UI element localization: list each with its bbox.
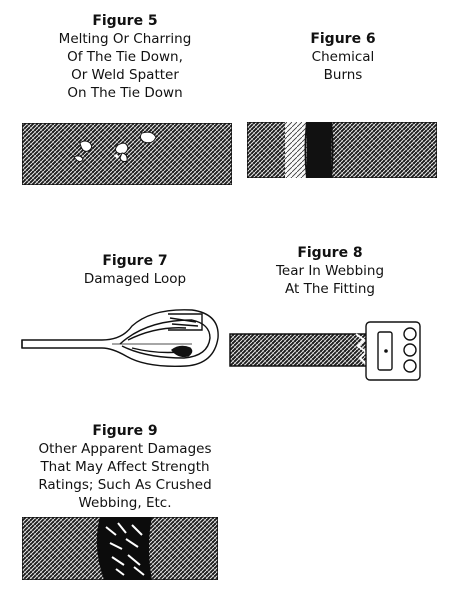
figure-7-caption: Damaged Loop xyxy=(83,271,187,287)
figure-6-caption: Chemical Burns xyxy=(311,49,375,83)
figure-5-caption: Melting Or Charring Of The Tie Down, Or … xyxy=(58,31,192,101)
figure-6-chemical-burn-webbing xyxy=(247,122,437,178)
figure-9-crushed-webbing xyxy=(22,517,218,580)
figure-5: Figure 5 Melting Or Charring Of The Tie … xyxy=(30,12,220,102)
figure-8: Figure 8 Tear In Webbing At The Fitting xyxy=(235,244,425,298)
figure-5-burned-webbing xyxy=(22,123,232,185)
figure-7-title: Figure 7 xyxy=(102,253,168,269)
figure-9-title: Figure 9 xyxy=(92,423,158,439)
figure-6-title: Figure 6 xyxy=(310,31,376,47)
figure-8-torn-webbing-fitting xyxy=(226,318,426,386)
figure-7: Figure 7 Damaged Loop xyxy=(50,252,220,288)
figure-9-caption: Other Apparent Damages That May Affect S… xyxy=(38,441,212,511)
figure-9: Figure 9 Other Apparent Damages That May… xyxy=(25,422,225,512)
figure-6: Figure 6 Chemical Burns xyxy=(248,30,438,84)
figure-8-caption: Tear In Webbing At The Fitting xyxy=(275,263,385,297)
figure-5-title: Figure 5 xyxy=(92,13,158,29)
figure-8-title: Figure 8 xyxy=(297,245,363,261)
figure-7-damaged-loop xyxy=(16,300,222,376)
